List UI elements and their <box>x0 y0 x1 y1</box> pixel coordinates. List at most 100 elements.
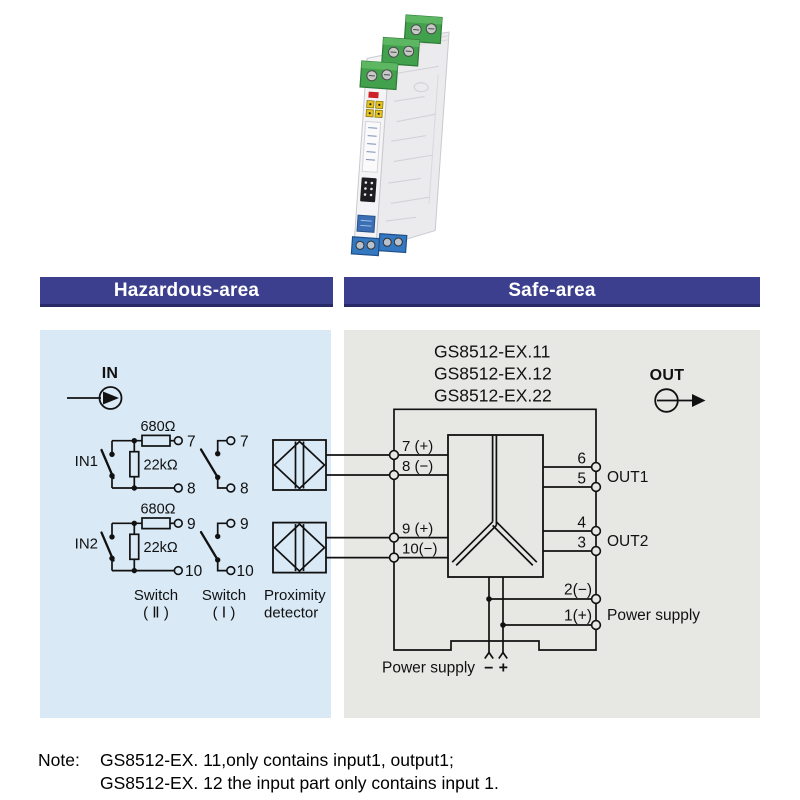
screw-icon <box>355 240 365 250</box>
plug-chevron-icon <box>498 651 508 659</box>
hazardous-panel <box>40 330 331 718</box>
note-prefix: Note: <box>38 750 80 770</box>
note-line-1: GS8512-EX. 11,only contains input1, outp… <box>100 750 454 770</box>
terminal-circle <box>173 436 184 446</box>
output-terminals: 6 5 4 3 OUT1 OUT2 <box>543 451 648 557</box>
front-label <box>356 91 384 233</box>
terminal-circle <box>226 518 236 528</box>
blue-terminal-blocks <box>350 233 408 257</box>
in2-terminal-bottom: 10 <box>185 563 203 580</box>
screw-icon <box>382 237 392 247</box>
switch2-caption: Switch <box>134 587 178 604</box>
resistor-box <box>141 434 171 447</box>
in-label: IN <box>102 365 119 382</box>
dip-switch <box>360 177 377 203</box>
terminal-10-label: 10(−) <box>402 541 437 558</box>
proximity-detector-2 <box>272 521 390 574</box>
terminal-6-label: 6 <box>577 451 586 468</box>
switch1-terminal-bottom-2: 10 <box>237 563 255 580</box>
screw-icon <box>393 237 403 247</box>
green-block-middle <box>381 36 421 67</box>
power-supply-right-label: Power supply <box>607 607 700 624</box>
switch2-caption-sub: ( Ⅱ ) <box>143 605 169 622</box>
out-source-symbol: OUT <box>650 367 706 413</box>
hazardous-captions: Switch ( Ⅱ ) Switch ( Ⅰ ) Proximity dete… <box>134 587 326 622</box>
switch1-lower: 9 10 <box>199 516 255 580</box>
power-supply-bottom-label: Power supply <box>382 660 475 677</box>
proximity-symbol-box <box>272 439 327 491</box>
plug-chevron-icon <box>484 651 494 659</box>
safe-area-header: Safe-area <box>344 277 760 307</box>
in2-circuit: 680Ω 9 22kΩ IN2 10 <box>75 502 203 581</box>
note-line-2: GS8512-EX. 12 the input part only contai… <box>100 773 499 794</box>
in-source-symbol: IN <box>67 365 123 410</box>
terminal-circle <box>590 525 602 537</box>
terminal-1-label: 1(+) <box>564 608 592 625</box>
green-terminal-blocks <box>359 14 443 91</box>
galvanic-isolation-icon <box>451 435 538 567</box>
terminal-circle <box>388 532 400 543</box>
terminal-circle <box>388 469 400 481</box>
switch-blade-icon <box>100 531 115 562</box>
switch1-terminal-top: 7 <box>240 434 249 451</box>
green-block-top <box>403 14 443 45</box>
terminal-circle <box>173 483 184 493</box>
terminal-circle <box>388 449 400 461</box>
type-label <box>361 120 382 173</box>
input-terminals: 7 (+) 8 (−) 9 (+) 10(−) <box>388 438 448 563</box>
proximity-diamond-icon <box>273 522 326 573</box>
proximity-symbol-box <box>272 521 327 574</box>
isolator-inner-box <box>447 434 544 578</box>
minus-label: − <box>484 660 494 677</box>
terminal-circle <box>590 619 602 631</box>
terminal-2-label: 2(−) <box>564 582 592 599</box>
out1-label: OUT1 <box>607 469 648 486</box>
switch-blade-icon <box>199 530 219 562</box>
side-print-marks <box>385 65 439 222</box>
model-numbers: GS8512-EX.11 GS8512-EX.12 GS8512-EX.22 <box>434 342 552 406</box>
isolation-block <box>447 434 544 578</box>
in1-terminal-top: 7 <box>187 434 196 451</box>
model-2: GS8512-EX.12 <box>434 364 552 384</box>
isolator-module <box>350 14 450 257</box>
terminal-4-label: 4 <box>577 515 586 532</box>
in2-terminal-top: 9 <box>187 516 196 533</box>
terminal-7-label: 7 (+) <box>402 438 433 455</box>
blue-label <box>356 214 376 233</box>
terminal-marker-grid <box>365 100 384 118</box>
in1-label: IN1 <box>75 453 98 470</box>
proximity-caption-2: detector <box>264 605 318 622</box>
resistor-box <box>141 517 171 530</box>
arrow-right-icon <box>103 391 119 405</box>
model-3: GS8512-EX.22 <box>434 386 552 406</box>
note-lines: GS8512-EX. 11,only contains input1, outp… <box>100 749 499 796</box>
switch1-caption: Switch <box>202 587 246 604</box>
note: Note: GS8512-EX. 11,only contains input1… <box>38 749 499 796</box>
in1-shunt-resistor-value: 22kΩ <box>144 458 178 474</box>
terminal-9-label: 9 (+) <box>402 521 433 538</box>
safe-panel <box>344 330 760 718</box>
proximity-caption-1: Proximity <box>264 587 326 604</box>
switch-blade-icon <box>199 448 219 479</box>
terminal-circle <box>590 545 602 557</box>
hazardous-area-header-label: Hazardous-area <box>113 279 260 301</box>
terminal-circle <box>173 518 184 528</box>
resistor-box <box>129 450 140 478</box>
in2-series-resistor-value: 680Ω <box>140 502 175 518</box>
terminal-circle <box>226 483 236 493</box>
in2-shunt-resistor-value: 22kΩ <box>144 540 178 556</box>
arrow-right-icon <box>692 394 706 407</box>
in1-terminal-bottom: 8 <box>187 481 196 498</box>
terminal-5-label: 5 <box>577 471 586 488</box>
green-block-bottom <box>359 60 399 91</box>
safe-area-header-label: Safe-area <box>508 279 596 301</box>
in1-circuit: 680Ω 7 22kΩ IN1 8 <box>75 419 196 498</box>
resistor-box <box>129 533 140 561</box>
model-1: GS8512-EX.11 <box>434 342 550 362</box>
product-photo <box>350 14 450 257</box>
switch1-terminal-bottom: 8 <box>240 481 249 498</box>
terminal-circle <box>226 565 236 576</box>
switch1-terminal-top-2: 9 <box>240 516 249 533</box>
out-label: OUT <box>650 367 685 384</box>
